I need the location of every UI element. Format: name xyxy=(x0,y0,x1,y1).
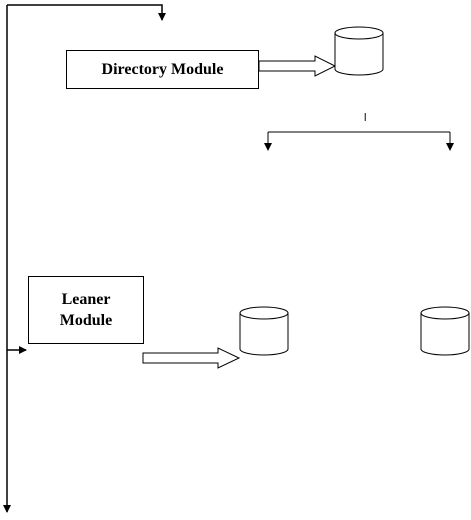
learner-module-label-line2: Module xyxy=(59,312,113,329)
learner-module-box: Leaner Module xyxy=(28,276,144,344)
directory-database-icon xyxy=(334,26,384,76)
directory-module-label: Directory Module xyxy=(101,60,224,78)
right-database-icon xyxy=(420,306,470,356)
directory-to-db-arrow-icon xyxy=(258,55,337,77)
learner-database-icon xyxy=(239,306,289,356)
top-connector-line xyxy=(7,4,166,21)
learner-module-label-line1: Leaner xyxy=(61,291,111,308)
learner-to-db-arrow-icon xyxy=(142,347,241,369)
directory-module-box: Directory Module xyxy=(66,50,259,89)
fork-mark: l xyxy=(364,112,367,124)
